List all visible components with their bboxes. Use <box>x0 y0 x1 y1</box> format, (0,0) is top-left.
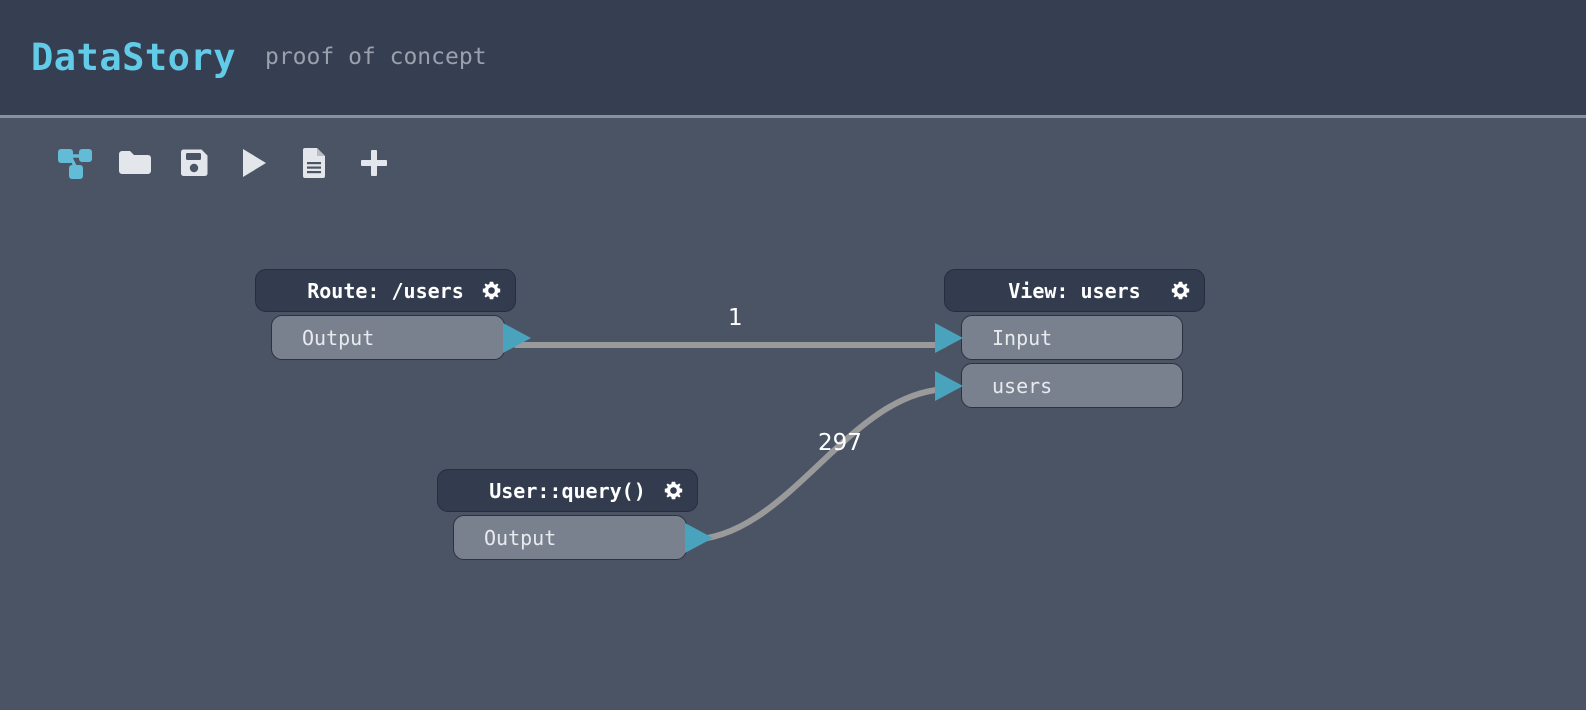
graph-canvas[interactable]: 1 297 Route: /users Output <box>0 205 1586 710</box>
toolbar-button-open[interactable] <box>104 137 164 189</box>
edge-label-count: 297 <box>818 430 862 456</box>
toolbar-button-add[interactable] <box>344 137 404 189</box>
plus-icon <box>358 147 390 179</box>
page-title: DataStory <box>31 36 236 79</box>
toolbar-button-graph[interactable] <box>44 137 104 189</box>
node-header[interactable]: User::query() <box>437 469 698 512</box>
play-icon <box>240 147 268 179</box>
node-header[interactable]: View: users <box>944 269 1205 312</box>
port-output[interactable]: Output <box>271 315 531 360</box>
input-connector-icon[interactable] <box>935 370 963 401</box>
node-ports: Input users <box>935 315 1205 408</box>
edge-query-to-view-users <box>685 386 953 543</box>
node-header[interactable]: Route: /users <box>255 269 516 312</box>
edge-layer <box>513 342 953 543</box>
port-users[interactable]: users <box>935 363 1183 408</box>
graph-icon <box>56 146 92 180</box>
node-title: View: users <box>1008 278 1141 303</box>
page-subtitle: proof of concept <box>264 44 487 70</box>
node-ports: Output <box>255 315 531 360</box>
app-header: DataStory proof of concept <box>0 0 1586 118</box>
edge-label-count: 1 <box>728 305 743 331</box>
input-connector-icon[interactable] <box>935 322 963 353</box>
port-label: Output <box>484 525 557 550</box>
port-input[interactable]: Input <box>935 315 1183 360</box>
port-label: Output <box>302 325 375 350</box>
toolbar-button-run[interactable] <box>224 137 284 189</box>
node-route[interactable]: Route: /users Output <box>255 269 531 363</box>
node-title: User::query() <box>489 478 646 503</box>
port-output[interactable]: Output <box>453 515 713 560</box>
port-label: Input <box>992 325 1053 350</box>
port-label: users <box>992 373 1053 398</box>
node-title: Route: /users <box>307 278 464 303</box>
node-query[interactable]: User::query() Output <box>437 469 713 563</box>
save-icon <box>179 148 209 178</box>
document-icon <box>301 147 327 179</box>
output-connector-icon[interactable] <box>503 322 531 353</box>
folder-icon <box>117 148 151 178</box>
gear-icon[interactable] <box>1170 281 1190 301</box>
gear-icon[interactable] <box>663 481 683 501</box>
gear-icon[interactable] <box>481 281 501 301</box>
toolbar-button-document[interactable] <box>284 137 344 189</box>
node-ports: Output <box>437 515 713 560</box>
node-view[interactable]: View: users Input users <box>935 269 1205 411</box>
toolbar <box>0 121 1586 205</box>
toolbar-button-save[interactable] <box>164 137 224 189</box>
output-connector-icon[interactable] <box>685 522 713 553</box>
